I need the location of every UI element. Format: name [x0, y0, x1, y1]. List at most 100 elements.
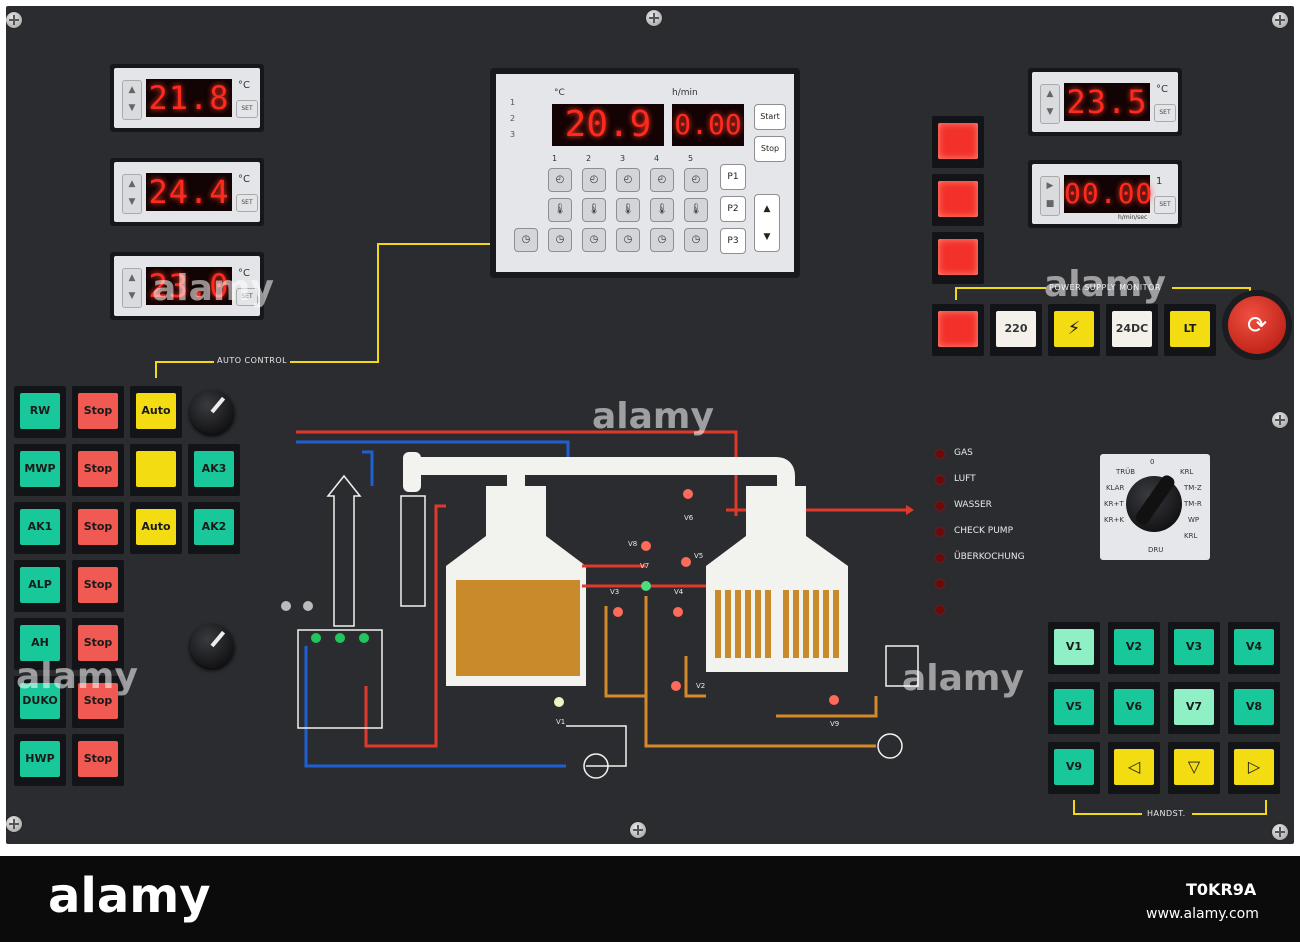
ak3-button[interactable]: AK3	[188, 444, 240, 496]
rotary-knob[interactable]	[190, 624, 234, 668]
watermark: alamy	[1044, 264, 1166, 305]
thermometer-key[interactable]: 🌡	[650, 198, 674, 222]
start-stop-button[interactable]: ▶■	[1040, 176, 1060, 216]
footer-logo: alamy	[48, 868, 211, 924]
ak1-button[interactable]: AK1	[14, 502, 66, 554]
status-led	[936, 554, 944, 562]
yellow-lamp-button[interactable]	[130, 444, 182, 496]
temperature-display: 23.0	[146, 267, 232, 305]
stop-button[interactable]: Stop	[72, 444, 124, 496]
time-key[interactable]: ◴	[548, 168, 572, 192]
time-key[interactable]: ◴	[582, 168, 606, 192]
thermometer-key[interactable]: 🌡	[684, 198, 708, 222]
clock-key[interactable]: ◷	[514, 228, 538, 252]
status-led	[936, 502, 944, 510]
time-key[interactable]: ◴	[650, 168, 674, 192]
column-label: 4	[654, 154, 660, 163]
up-down-arrows-icon[interactable]: ▲▼	[122, 174, 142, 214]
clock-key[interactable]: ◷	[582, 228, 606, 252]
program-2-button[interactable]: P2	[720, 196, 746, 222]
clock-key[interactable]: ◷	[616, 228, 640, 252]
clock-key[interactable]: ◷	[650, 228, 674, 252]
duko-button[interactable]: DUKO	[14, 676, 66, 728]
power-lightning-button[interactable]: ⚡	[1048, 304, 1100, 356]
set-button[interactable]: SET	[236, 288, 258, 306]
power-220-button[interactable]: 220	[990, 304, 1042, 356]
program-3-button[interactable]: P3	[720, 228, 746, 254]
stop-button[interactable]: Stop	[72, 734, 124, 786]
stop-button[interactable]: Stop	[754, 136, 786, 162]
column-label: 3	[620, 154, 626, 163]
valve-v2-button[interactable]: V2	[1108, 622, 1160, 674]
unit-label: °C	[238, 80, 250, 91]
set-button[interactable]: SET	[236, 100, 258, 118]
start-button[interactable]: Start	[754, 104, 786, 130]
stop-button[interactable]: Stop	[72, 386, 124, 438]
thermometer-key[interactable]: 🌡	[582, 198, 606, 222]
temperature-controller-right: ▲▼ 23.5 °C SET	[1028, 68, 1182, 136]
rw-button[interactable]: RW	[14, 386, 66, 438]
red-lamp-button[interactable]	[932, 116, 984, 168]
valve-v6-button[interactable]: V6	[1108, 682, 1160, 734]
valve-v1-button[interactable]: V1	[1048, 622, 1100, 674]
stop-button[interactable]: Stop	[72, 618, 124, 670]
pump-right-button[interactable]: ▷	[1228, 742, 1280, 794]
status-label: LUFT	[954, 474, 976, 484]
ak2-button[interactable]: AK2	[188, 502, 240, 554]
valve-label: V4	[674, 588, 684, 596]
emergency-stop-button[interactable]: ⟳	[1222, 290, 1292, 360]
pump-down-icon: ▽	[1174, 749, 1214, 785]
valve-v8-button[interactable]: V8	[1228, 682, 1280, 734]
up-down-arrows-icon[interactable]: ▲▼	[122, 80, 142, 120]
alp-button[interactable]: ALP	[14, 560, 66, 612]
red-lamp-button[interactable]	[932, 232, 984, 284]
status-label: WASSER	[954, 500, 992, 510]
power-lamp-button[interactable]	[932, 304, 984, 356]
indicator-label: 1	[1156, 176, 1163, 187]
rotary-knob[interactable]	[190, 390, 234, 434]
clock-key[interactable]: ◷	[548, 228, 572, 252]
temperature-controller: ▲▼ 24.4 °C SET	[110, 158, 264, 226]
up-down-button[interactable]: ▲▼	[754, 194, 780, 252]
thermometer-key[interactable]: 🌡	[548, 198, 572, 222]
up-down-arrows-icon[interactable]: ▲▼	[1040, 84, 1060, 124]
status-led	[936, 580, 944, 588]
status-label: CHECK PUMP	[954, 526, 1013, 536]
time-key[interactable]: ◴	[616, 168, 640, 192]
pump-left-button[interactable]: ◁	[1108, 742, 1160, 794]
valve-label: V7	[640, 562, 650, 570]
power-24dc-button[interactable]: 24DC	[1106, 304, 1158, 356]
set-button[interactable]: SET	[1154, 104, 1176, 122]
clock-key[interactable]: ◷	[684, 228, 708, 252]
valve-v3-button[interactable]: V3	[1168, 622, 1220, 674]
unit-label: °C	[1156, 84, 1168, 95]
valve-v9-button[interactable]: V9	[1048, 742, 1100, 794]
set-button[interactable]: SET	[1154, 196, 1176, 214]
time-key[interactable]: ◴	[684, 168, 708, 192]
hwp-button[interactable]: HWP	[14, 734, 66, 786]
program-1-button[interactable]: P1	[720, 164, 746, 190]
set-button[interactable]: SET	[236, 194, 258, 212]
stop-button[interactable]: Stop	[72, 502, 124, 554]
valve-v5-button[interactable]: V5	[1048, 682, 1100, 734]
screw-icon	[1272, 412, 1288, 428]
ah-button[interactable]: AH	[14, 618, 66, 670]
column-label: 5	[688, 154, 694, 163]
stop-button[interactable]: Stop	[72, 676, 124, 728]
handst-label: HANDST.	[1144, 809, 1189, 818]
pump-down-button[interactable]: ▽	[1168, 742, 1220, 794]
red-lamp-button[interactable]	[932, 174, 984, 226]
up-down-arrows-icon[interactable]: ▲▼	[122, 268, 142, 308]
auto-button[interactable]: Auto	[130, 386, 182, 438]
valve-v7-button[interactable]: V7	[1168, 682, 1220, 734]
valve-v4-button[interactable]: V4	[1228, 622, 1280, 674]
thermometer-key[interactable]: 🌡	[616, 198, 640, 222]
stop-button[interactable]: Stop	[72, 560, 124, 612]
selector-knob[interactable]	[1126, 473, 1182, 532]
screw-icon	[6, 816, 22, 832]
power-lt-button[interactable]: LT	[1164, 304, 1216, 356]
mwp-button[interactable]: MWP	[14, 444, 66, 496]
watermark: alamy	[152, 268, 274, 309]
footer-url: www.alamy.com	[1146, 906, 1259, 922]
auto-button[interactable]: Auto	[130, 502, 182, 554]
